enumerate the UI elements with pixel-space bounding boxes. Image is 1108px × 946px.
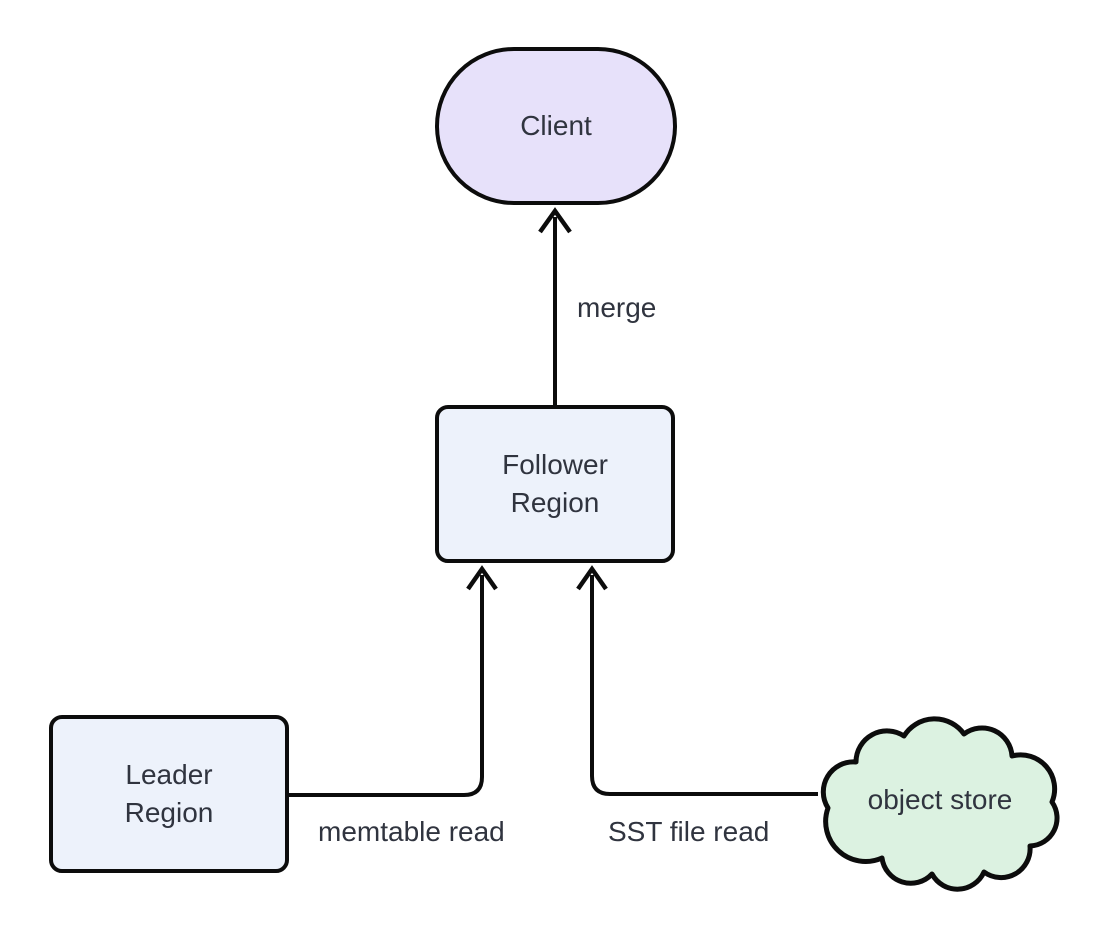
node-client-label: Client xyxy=(520,110,592,141)
arrowhead-merge-icon xyxy=(538,207,572,234)
edge-label-merge: merge xyxy=(577,292,657,323)
node-leader-region: Leader Region xyxy=(49,715,289,873)
edge-label-memtable-read: memtable read xyxy=(318,816,505,847)
edge-memtable-read xyxy=(289,575,484,797)
edge-label-sst-file-read: SST file read xyxy=(608,816,770,847)
arrowhead-sst-icon xyxy=(576,565,608,591)
node-follower-region-label: Follower Region xyxy=(502,449,608,518)
node-leader-region-label: Leader Region xyxy=(124,759,214,828)
cloud-shape-icon xyxy=(820,716,1060,892)
node-object-store xyxy=(820,716,1060,892)
node-object-store-label: object store xyxy=(867,784,1013,815)
node-follower-region: Follower Region xyxy=(435,405,675,563)
arrowhead-memtable-icon xyxy=(466,565,498,591)
node-client: Client xyxy=(435,47,677,205)
edge-sst-file-read xyxy=(590,575,818,796)
